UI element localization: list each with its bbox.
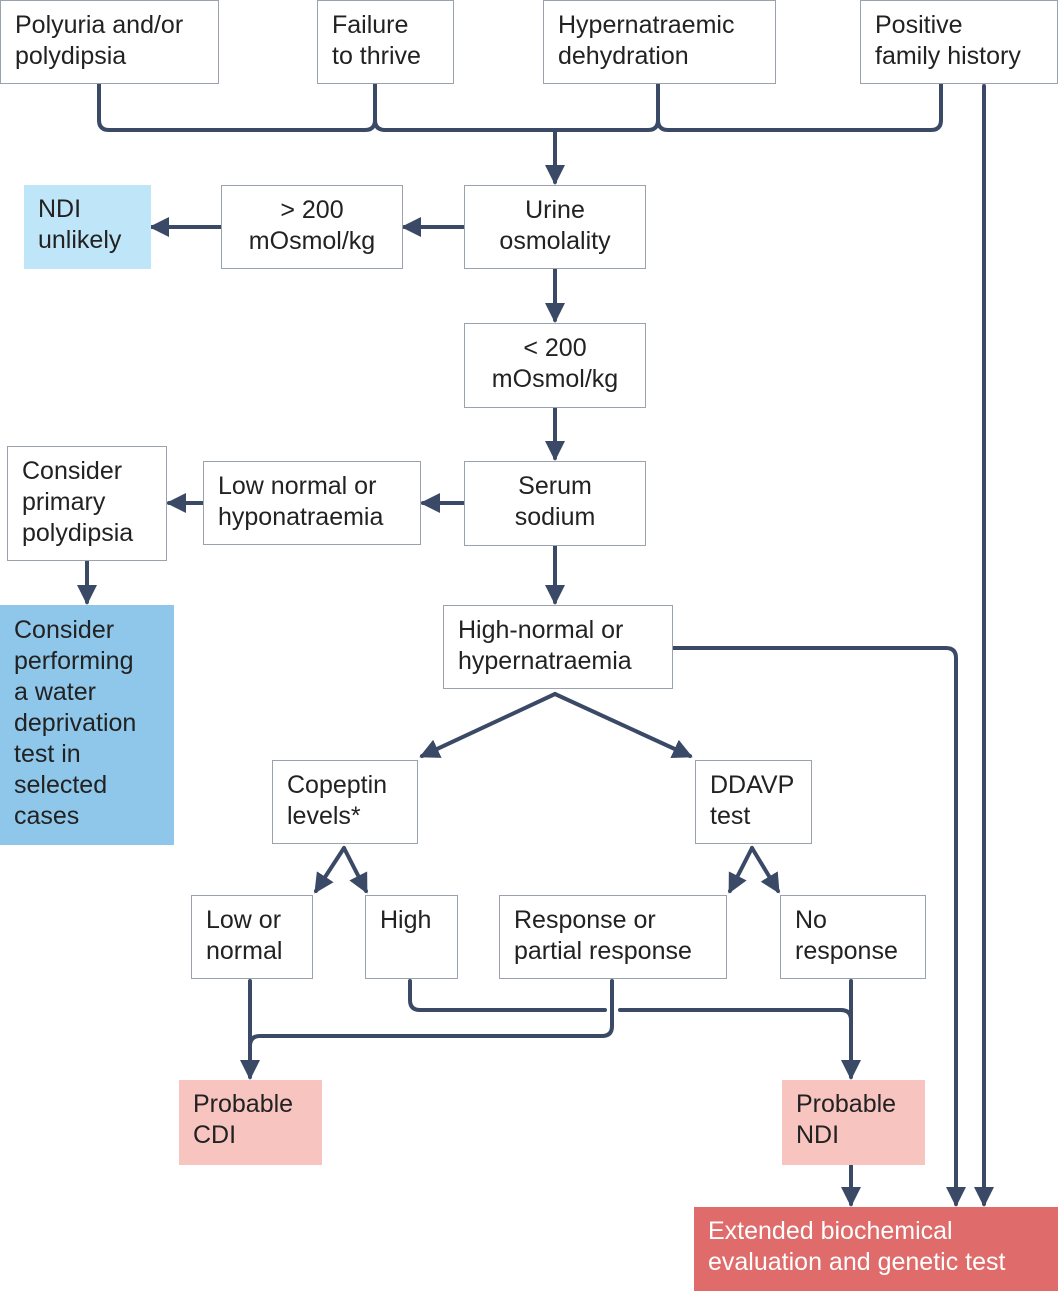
node-probable-ndi: Probable NDI (782, 1080, 925, 1165)
arrow-high-normal-to-ddavp (553, 692, 693, 758)
node-polyuria-polydipsia: Polyuria and/or polydipsia (0, 0, 219, 84)
node-copeptin-high: High (365, 895, 458, 979)
node-high-normal-hypernatraemia: High-normal or hypernatraemia (443, 605, 673, 689)
arrow-copeptin-to-high (342, 846, 368, 894)
node-ddavp-response: Response or partial response (499, 895, 727, 979)
link-bridge-to-ndi (618, 1008, 853, 1022)
node-low-normal-hyponatraemia: Low normal or hyponatraemia (203, 461, 421, 545)
arrow-ddavp-to-response (728, 846, 754, 894)
node-serum-sodium: Serum sodium (464, 461, 646, 546)
node-probable-cdi: Probable CDI (179, 1080, 322, 1165)
arrow-copeptin-to-low-or-normal (314, 846, 346, 894)
node-consider-primary-polydipsia: Consider primary polydipsia (7, 446, 167, 561)
node-copeptin-levels: Copeptin levels* (272, 760, 418, 844)
node-extended-evaluation-genetic-test: Extended biochemical evaluation and gene… (694, 1207, 1058, 1291)
link-response-to-cdi (248, 979, 614, 1048)
node-gt200-mosmol: > 200 mOsmol/kg (221, 185, 403, 269)
link-top-merge (97, 82, 943, 132)
node-copeptin-low-or-normal: Low or normal (191, 895, 313, 979)
node-lt200-mosmol: < 200 mOsmol/kg (464, 323, 646, 408)
arrow-high-normal-to-extended (671, 646, 966, 1207)
node-failure-to-thrive: Failure to thrive (317, 0, 454, 84)
arrow-high-normal-to-copeptin (419, 692, 557, 758)
node-water-deprivation-test: Consider performing a water deprivation … (0, 605, 174, 845)
node-ndi-unlikely: NDI unlikely (24, 185, 151, 269)
node-ddavp-no-response: No response (780, 895, 926, 979)
node-positive-family-history: Positive family history (860, 0, 1058, 84)
node-ddavp-test: DDAVP test (695, 760, 812, 844)
node-urine-osmolality: Urine osmolality (464, 185, 646, 269)
link-high-to-ndi (408, 979, 607, 1012)
arrow-ddavp-to-no-response (750, 846, 780, 894)
node-hypernatraemic-dehydration: Hypernatraemic dehydration (543, 0, 776, 84)
